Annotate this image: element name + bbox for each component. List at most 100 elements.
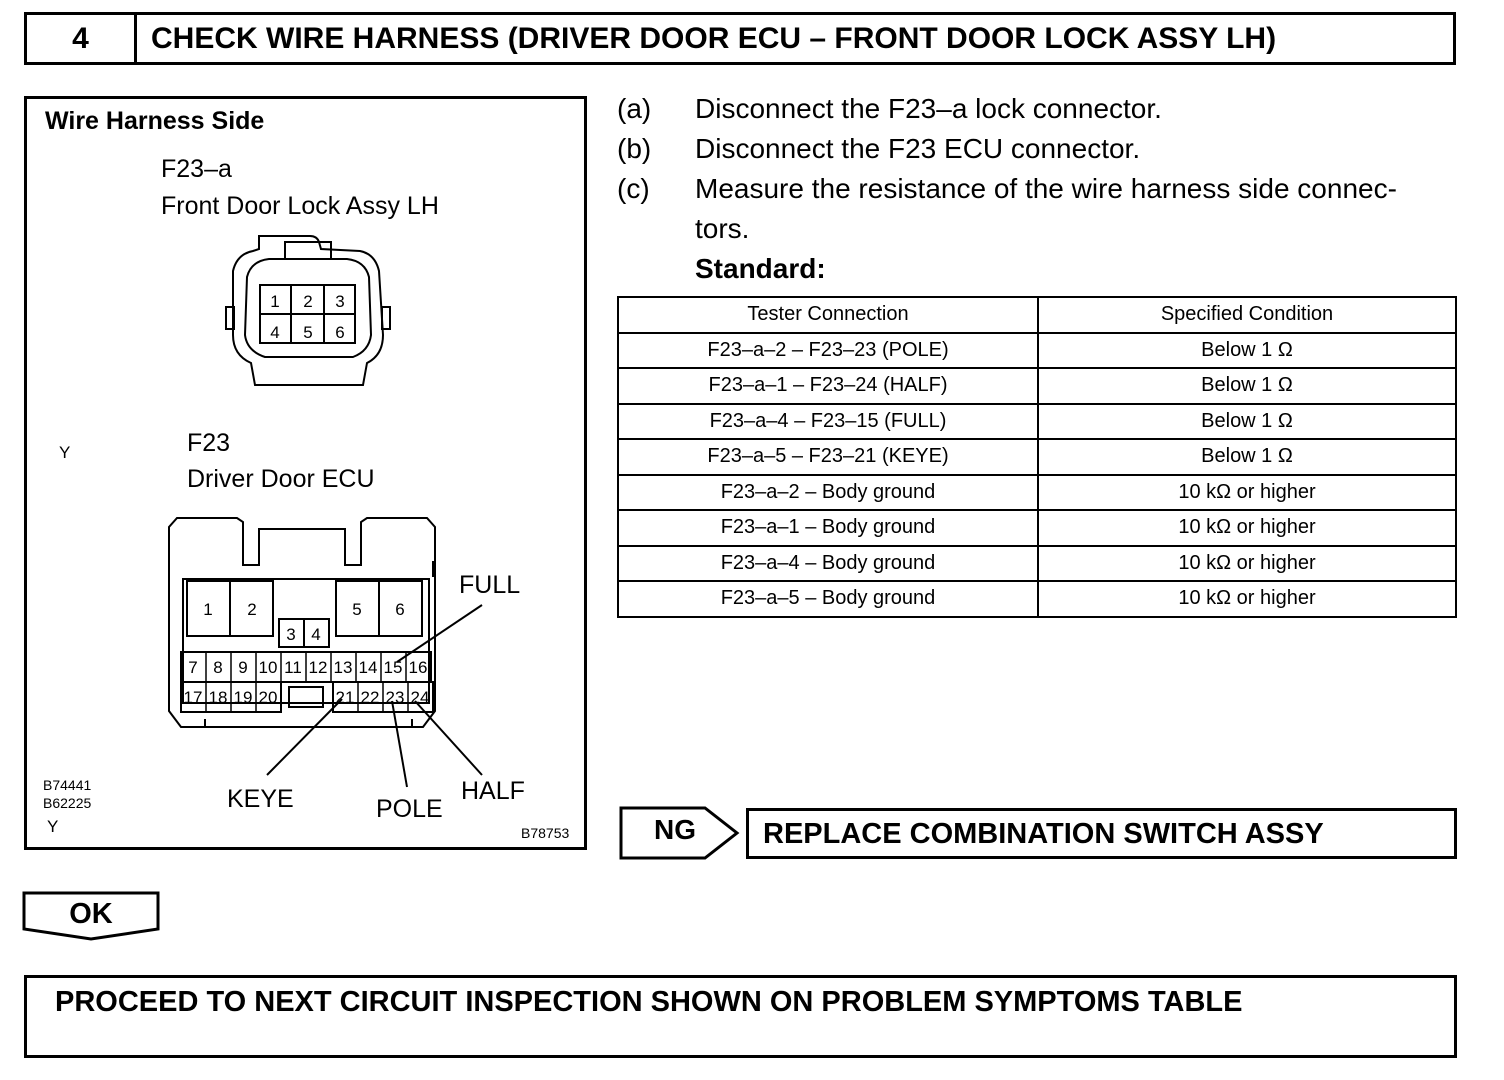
step-c-text: Measure the resistance of the wire harne… (695, 173, 1397, 204)
pin-b-6: 6 (395, 600, 404, 619)
pin-a-3: 3 (335, 292, 344, 311)
pin-b-15: 15 (384, 658, 403, 677)
mark-y-2: Y (47, 817, 59, 836)
table-row: F23–a–2 – F23–23 (POLE)Below 1 Ω (617, 331, 1457, 369)
tester-connection-cell: F23–a–1 – Body ground (617, 509, 1039, 547)
specified-condition-cell: 10 kΩ or higher (1037, 544, 1457, 582)
connector-a-pins: 1 2 3 4 5 6 (270, 292, 344, 342)
connector-a-name: Front Door Lock Assy LH (161, 192, 439, 220)
pin-b-10: 10 (259, 658, 278, 677)
ok-arrow (22, 891, 160, 941)
pin-b-13: 13 (334, 658, 353, 677)
pin-b-2: 2 (247, 600, 256, 619)
ref-code-3: B78753 (521, 825, 570, 841)
step-number-text: 4 (72, 21, 89, 55)
pin-b-9: 9 (238, 658, 247, 677)
specified-condition-cell: Below 1 Ω (1037, 367, 1457, 405)
pin-b-16: 16 (409, 658, 428, 677)
pin-b-24: 24 (411, 688, 430, 707)
pin-b-19: 19 (234, 688, 253, 707)
pin-b-20: 20 (259, 688, 278, 707)
pin-b-14: 14 (359, 658, 378, 677)
tester-connection-cell: F23–a–4 – Body ground (617, 544, 1039, 582)
step-c-label: (c) (617, 173, 650, 204)
spec-table-header: Tester Connection Specified Condition (617, 296, 1457, 334)
pin-b-5: 5 (352, 600, 361, 619)
callout-half: HALF (461, 777, 525, 805)
leader-half (414, 700, 483, 776)
pin-a-4: 4 (270, 323, 279, 342)
header-tester-connection: Tester Connection (617, 296, 1039, 334)
tester-connection-cell: F23–a–5 – F23–21 (KEYE) (617, 438, 1039, 476)
callout-pole: POLE (376, 795, 443, 823)
step-b-text: Disconnect the F23 ECU connector. (695, 133, 1141, 164)
step-a-text: Disconnect the F23–a lock connector. (695, 93, 1162, 124)
tester-connection-cell: F23–a–4 – F23–15 (FULL) (617, 402, 1039, 440)
pin-b-17: 17 (184, 688, 203, 707)
leader-full (396, 604, 483, 663)
ng-arrow (619, 806, 740, 860)
specified-condition-cell: Below 1 Ω (1037, 402, 1457, 440)
pin-b-4: 4 (311, 625, 320, 644)
connector-drawing: 1 2 3 4 5 6 (168, 235, 483, 788)
leader-keye (266, 698, 343, 776)
connector-diagram: Wire Harness Side F23–a Front Door Lock … (24, 96, 587, 850)
pin-b-23: 23 (386, 688, 405, 707)
pin-b-11: 11 (284, 658, 302, 677)
callout-full: FULL (459, 571, 521, 599)
step-a-label: (a) (617, 93, 652, 124)
specified-condition-cell: 10 kΩ or higher (1037, 580, 1457, 618)
step-title: CHECK WIRE HARNESS (DRIVER DOOR ECU – FR… (134, 12, 1456, 65)
pin-b-22: 22 (361, 688, 380, 707)
proceed-text: PROCEED TO NEXT CIRCUIT INSPECTION SHOWN… (55, 986, 1243, 1018)
ng-label: NG (654, 814, 696, 845)
ng-action-box: REPLACE COMBINATION SWITCH ASSY (746, 808, 1457, 859)
step-title-text: CHECK WIRE HARNESS (DRIVER DOOR ECU – FR… (151, 21, 1277, 55)
ok-label: OK (69, 898, 113, 930)
proceed-box: PROCEED TO NEXT CIRCUIT INSPECTION SHOWN… (24, 975, 1457, 1058)
table-row: F23–a–5 – F23–21 (KEYE)Below 1 Ω (617, 438, 1457, 476)
ref-code-2: B62225 (43, 795, 92, 811)
diagram-heading: Wire Harness Side (45, 107, 265, 135)
tester-connection-cell: F23–a–2 – Body ground (617, 473, 1039, 511)
specified-condition-cell: Below 1 Ω (1037, 438, 1457, 476)
tester-connection-cell: F23–a–2 – F23–23 (POLE) (617, 331, 1039, 369)
ng-action-text: REPLACE COMBINATION SWITCH ASSY (763, 818, 1324, 850)
pin-a-5: 5 (303, 323, 312, 342)
callout-keye: KEYE (227, 785, 294, 813)
connector-a-shape (225, 235, 391, 386)
header-specified-condition: Specified Condition (1037, 296, 1457, 334)
pin-b-18: 18 (209, 688, 228, 707)
connector-a-code: F23–a (161, 155, 232, 183)
table-row: F23–a–4 – F23–15 (FULL)Below 1 Ω (617, 402, 1457, 440)
mark-y-1: Y (59, 443, 71, 462)
standard-label: Standard: (695, 253, 826, 284)
pin-b-3: 3 (286, 625, 295, 644)
pin-a-6: 6 (335, 323, 344, 342)
ref-code-1: B74441 (43, 777, 92, 793)
pin-b-21: 21 (336, 688, 355, 707)
spec-table: Tester Connection Specified Condition F2… (617, 296, 1457, 618)
pin-b-8: 8 (213, 658, 222, 677)
specified-condition-cell: 10 kΩ or higher (1037, 473, 1457, 511)
connector-b-code: F23 (187, 429, 231, 457)
connector-b-name: Driver Door ECU (187, 465, 375, 493)
pin-b-12: 12 (309, 658, 328, 677)
pin-a-2: 2 (303, 292, 312, 311)
step-b-label: (b) (617, 133, 652, 164)
pin-a-1: 1 (270, 292, 279, 311)
pin-b-1: 1 (203, 600, 212, 619)
pin-b-7: 7 (188, 658, 197, 677)
specified-condition-cell: Below 1 Ω (1037, 331, 1457, 369)
leader-pole (391, 700, 408, 788)
step-c-text-2: tors. (695, 213, 750, 244)
callout-leaders (266, 604, 483, 788)
tester-connection-cell: F23–a–5 – Body ground (617, 580, 1039, 618)
tester-connection-cell: F23–a–1 – F23–24 (HALF) (617, 367, 1039, 405)
table-row: F23–a–1 – F23–24 (HALF)Below 1 Ω (617, 367, 1457, 405)
connector-b-pin-dividers (205, 652, 409, 712)
